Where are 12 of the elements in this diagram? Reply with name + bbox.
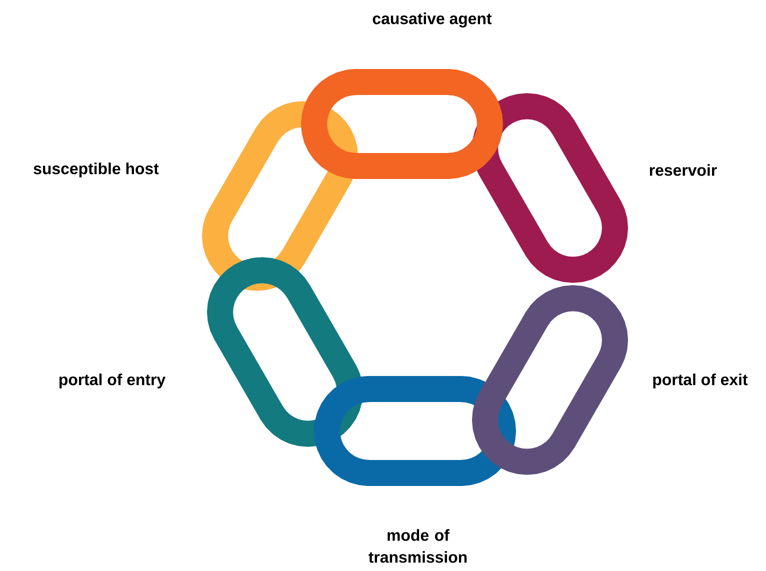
chain-link (314, 376, 516, 486)
chain-link (472, 93, 628, 283)
link-label: reservoir (650, 164, 717, 176)
link-label: causative agent (372, 12, 492, 28)
chain-link (472, 285, 628, 475)
chain-link (207, 257, 363, 447)
link-label: mode of transmission (368, 529, 467, 563)
chain-link (202, 101, 358, 291)
link-label: portal of entry (59, 374, 166, 388)
chain-link (301, 69, 503, 179)
link-label: susceptible host (34, 162, 159, 178)
link-label: portal of exit (653, 374, 748, 388)
